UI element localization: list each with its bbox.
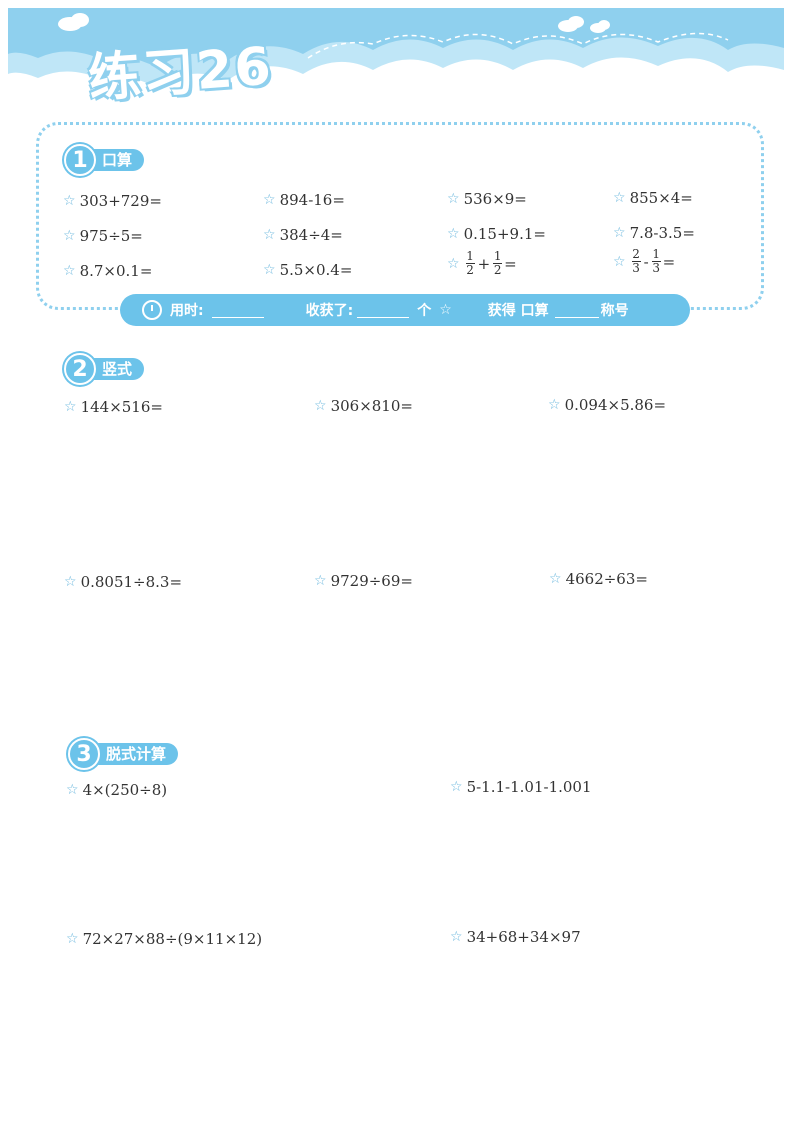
- section3-number: 3: [68, 738, 100, 770]
- star-icon: ☆: [439, 302, 452, 318]
- section3-badge: 3 脱式计算: [68, 738, 179, 770]
- time-label: 用时:: [170, 303, 204, 319]
- get-label: 获得 口算: [487, 303, 549, 319]
- section2-label: 竖式: [84, 358, 145, 380]
- oral-problem: ☆8.7×0.1=: [63, 262, 153, 280]
- star-icon: ☆: [64, 399, 77, 415]
- section3-label: 脱式计算: [88, 743, 179, 765]
- oral-calc-box: [36, 122, 764, 310]
- star-icon: ☆: [613, 190, 626, 206]
- oral-problem: ☆855×4=: [613, 189, 693, 207]
- alarm-clock-icon: [142, 300, 162, 320]
- star-icon: ☆: [450, 929, 463, 945]
- oral-problem: ☆384÷4=: [263, 226, 343, 244]
- star-icon: ☆: [447, 226, 460, 242]
- section1-badge: 1 口算: [64, 144, 145, 176]
- star-icon: ☆: [63, 193, 76, 209]
- star-icon: ☆: [613, 225, 626, 241]
- star-icon: ☆: [447, 191, 460, 207]
- star-icon: ☆: [314, 573, 327, 589]
- star-icon: ☆: [263, 192, 276, 208]
- section2-number: 2: [64, 353, 96, 385]
- harvest-blank[interactable]: [357, 303, 410, 318]
- record-bar: 用时: 收获了: 个 ☆ 获得 口算 称号: [120, 294, 690, 326]
- star-icon: ☆: [66, 782, 79, 798]
- stepwise-problem: ☆34+68+34×97: [450, 928, 581, 946]
- star-icon: ☆: [548, 397, 561, 413]
- oral-problem: ☆536×9=: [447, 190, 527, 208]
- star-icon: ☆: [450, 779, 463, 795]
- unit-label: 个: [417, 303, 432, 319]
- stepwise-problem: ☆5-1.1-1.01-1.001: [450, 778, 592, 796]
- oral-problem: ☆975÷5=: [63, 227, 143, 245]
- vertical-problem: ☆144×516=: [64, 398, 163, 416]
- star-icon: ☆: [613, 253, 626, 270]
- vertical-problem: ☆0.8051÷8.3=: [64, 573, 183, 591]
- star-icon: ☆: [63, 228, 76, 244]
- header-banner: [8, 8, 784, 88]
- time-blank[interactable]: [211, 303, 264, 318]
- star-icon: ☆: [549, 571, 562, 587]
- title-label: 称号: [600, 303, 629, 319]
- oral-problem: ☆894-16=: [263, 191, 345, 209]
- page-title: 练习26: [86, 36, 275, 110]
- star-icon: ☆: [66, 931, 79, 947]
- star-icon: ☆: [263, 227, 276, 243]
- oral-problem: ☆303+729=: [63, 192, 162, 210]
- star-icon: ☆: [447, 255, 460, 272]
- section2-badge: 2 竖式: [64, 353, 145, 385]
- vertical-problem: ☆4662÷63=: [549, 570, 648, 588]
- section1-label: 口算: [84, 149, 145, 171]
- section1-number: 1: [64, 144, 96, 176]
- oral-problem: ☆0.15+9.1=: [447, 225, 546, 243]
- stepwise-problem: ☆4×(250÷8): [66, 781, 168, 799]
- oral-problem: ☆7.8-3.5=: [613, 224, 695, 242]
- vertical-problem: ☆0.094×5.86=: [548, 396, 667, 414]
- star-icon: ☆: [314, 398, 327, 414]
- vertical-problem: ☆9729÷69=: [314, 572, 413, 590]
- star-icon: ☆: [63, 263, 76, 279]
- star-icon: ☆: [64, 574, 77, 590]
- vertical-problem: ☆306×810=: [314, 397, 413, 415]
- oral-problem: ☆5.5×0.4=: [263, 261, 353, 279]
- stepwise-problem: ☆72×27×88÷(9×11×12): [66, 930, 263, 948]
- harvest-label: 收获了:: [305, 303, 354, 319]
- star-icon: ☆: [263, 262, 276, 278]
- title-blank[interactable]: [554, 303, 599, 318]
